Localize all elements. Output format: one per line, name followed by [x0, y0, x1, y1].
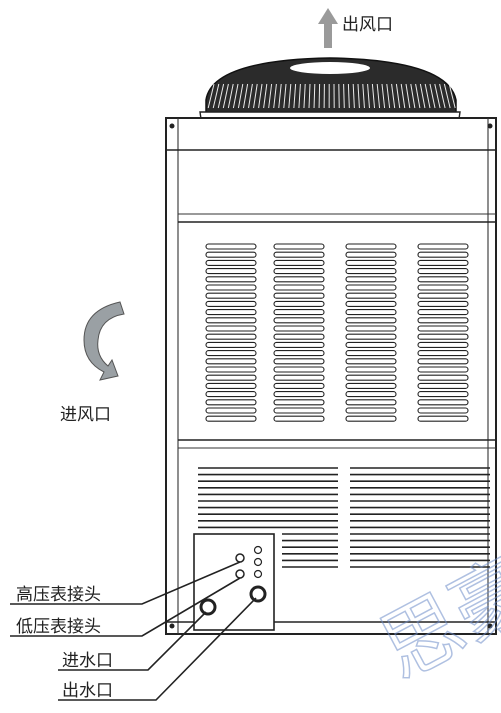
high-pressure-gauge-label: 高压表接头 — [16, 585, 101, 605]
water-outlet-label: 出水口 — [62, 681, 113, 701]
water-inlet-port — [199, 598, 217, 616]
air-inlet-callout: 进风口 — [60, 301, 125, 425]
water-inlet-label: 进水口 — [62, 651, 113, 671]
leader-lines — [10, 561, 257, 701]
louver-panel — [198, 467, 338, 568]
low-pressure-gauge-label: 低压表接头 — [16, 617, 101, 637]
louver-column — [417, 243, 469, 422]
air-outlet-label: 出风口 — [342, 15, 393, 35]
air-inlet-label: 进风口 — [60, 405, 111, 425]
air-outlet-callout: 出风口 — [318, 8, 393, 48]
louver-column — [273, 243, 325, 422]
louver-column — [345, 243, 397, 422]
water-outlet-port — [249, 585, 267, 603]
louver-column — [205, 243, 257, 422]
curved-arrow-icon — [83, 301, 125, 381]
up-arrow-icon — [318, 8, 338, 48]
louver-panel — [350, 467, 490, 568]
lower-louver-grilles — [198, 467, 490, 568]
upper-louver-grilles — [205, 243, 469, 422]
